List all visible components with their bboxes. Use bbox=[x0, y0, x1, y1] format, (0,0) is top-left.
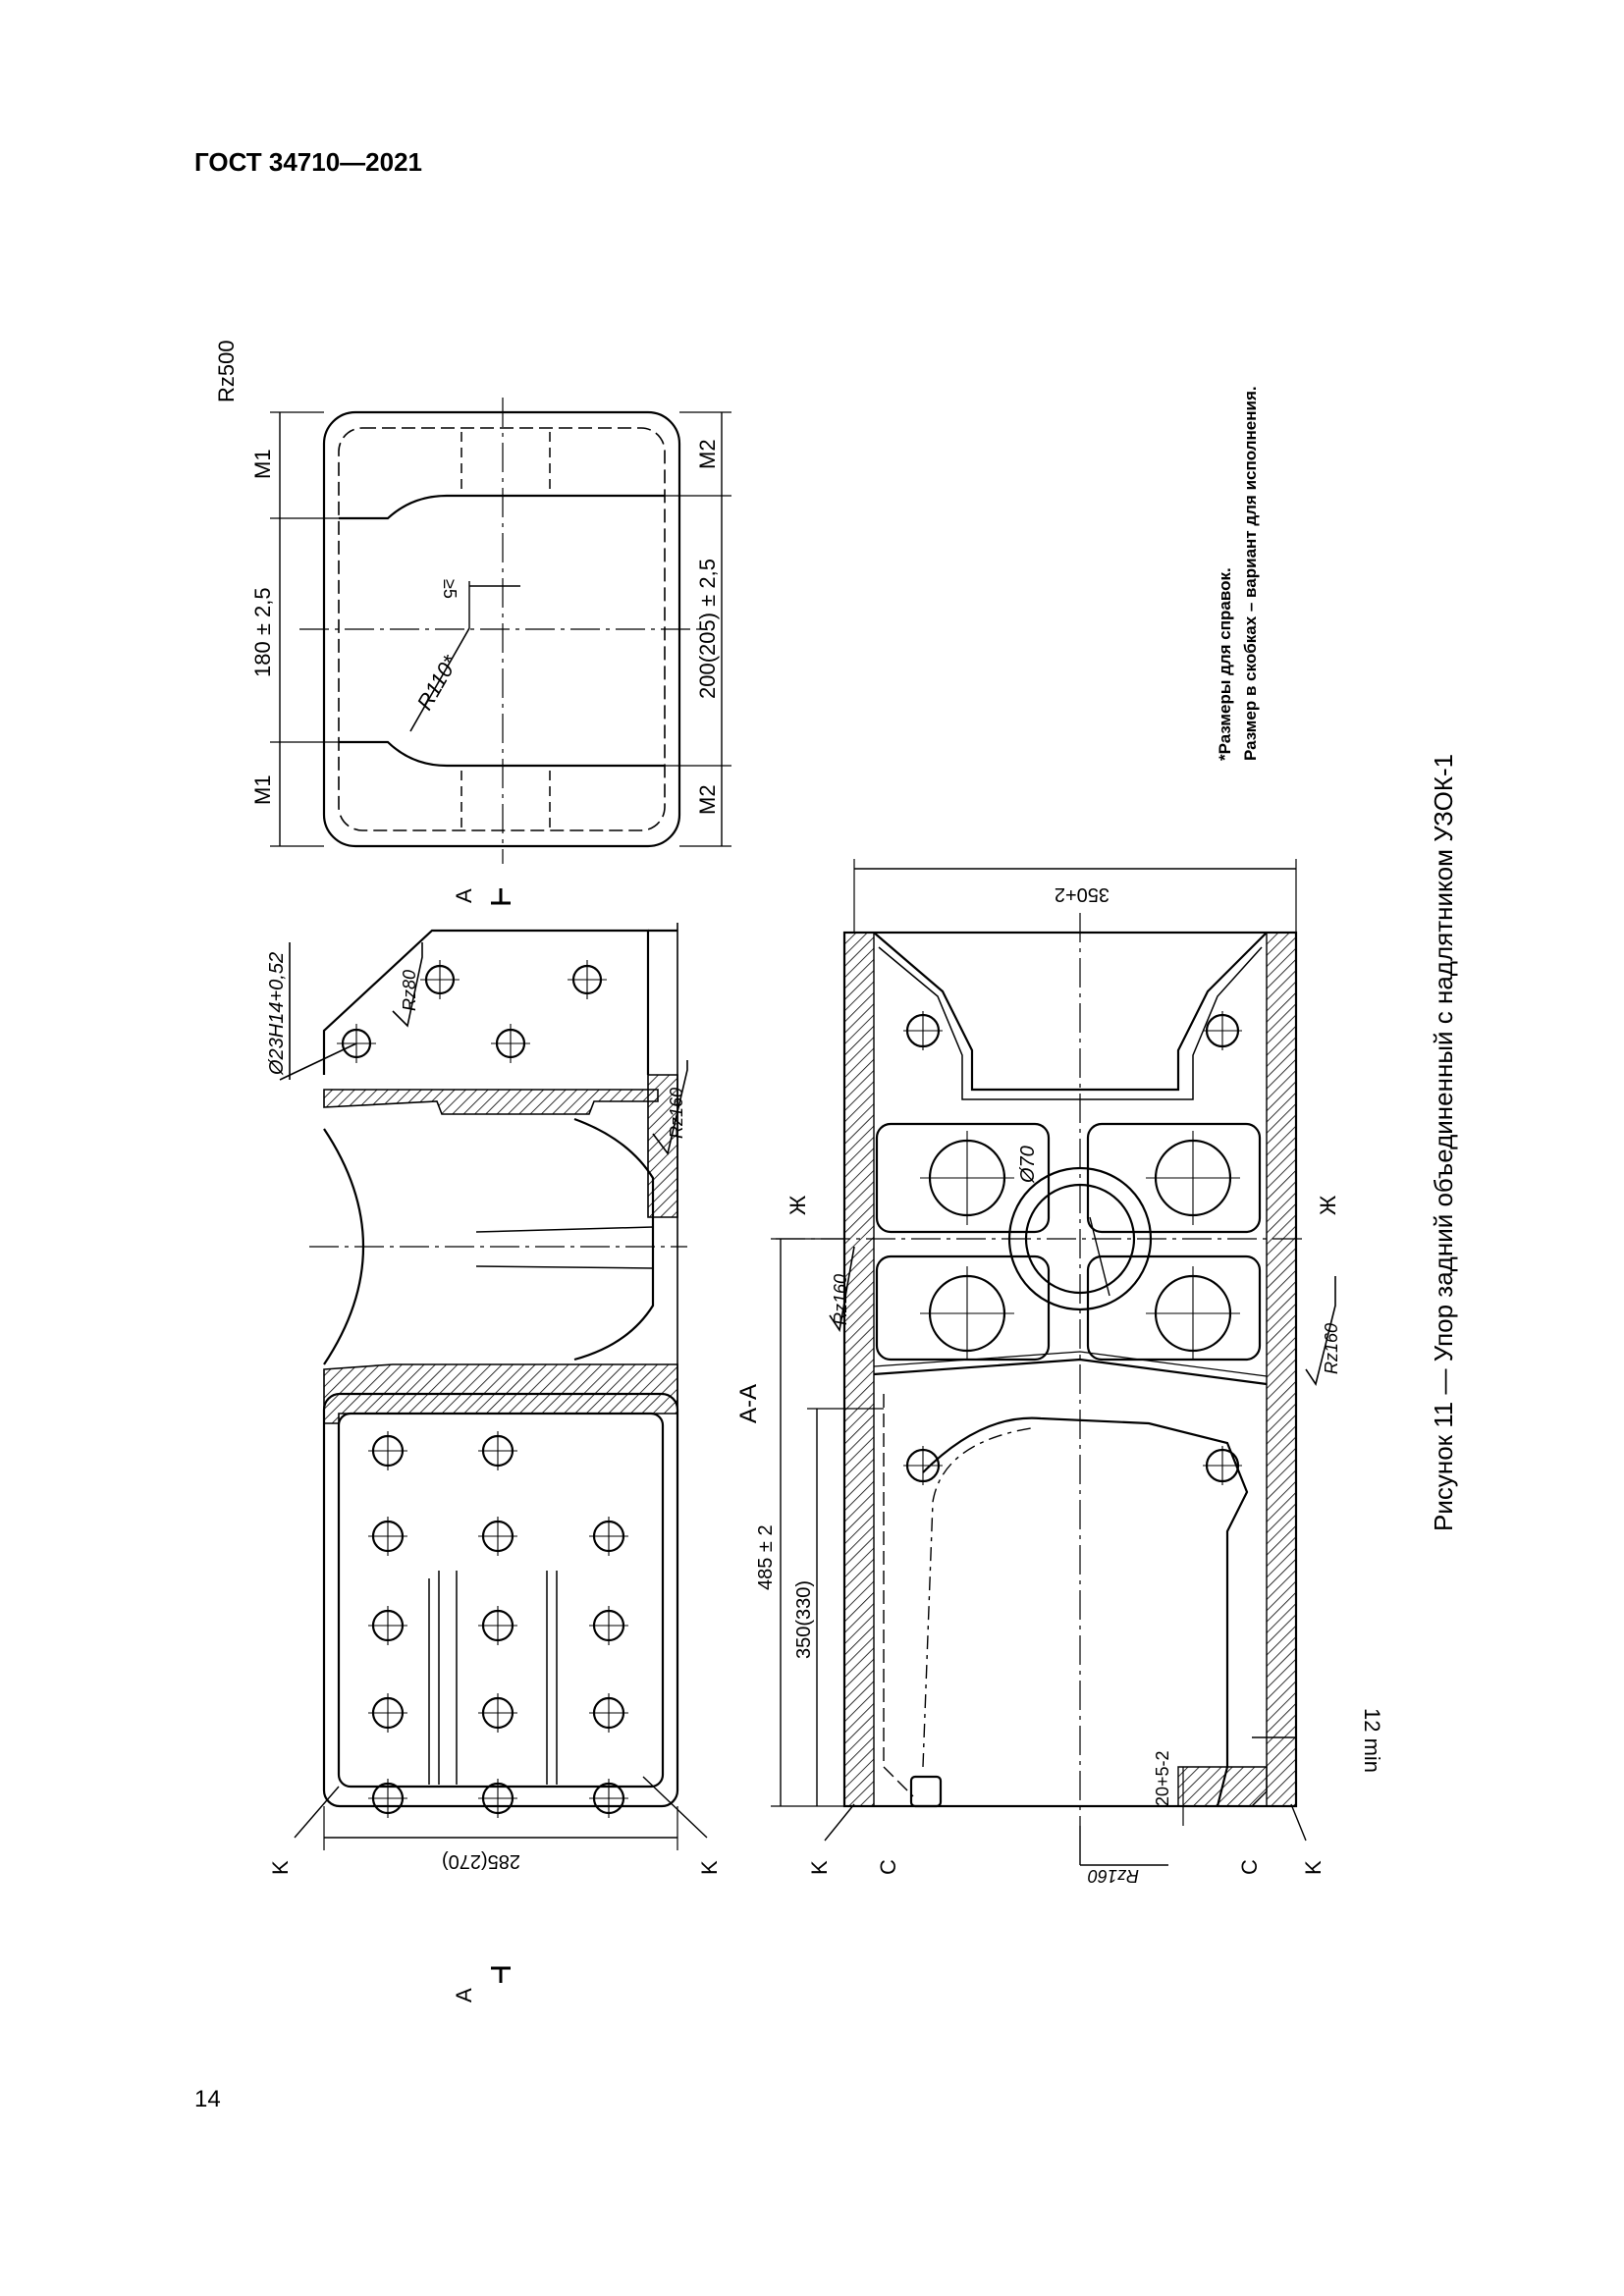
page-number: 14 bbox=[194, 2086, 221, 2112]
dim-285: 285(270) bbox=[442, 1850, 520, 1872]
dim-20: 20+5-2 bbox=[1153, 1750, 1172, 1806]
hole-centerlines bbox=[337, 960, 1242, 1818]
section-view bbox=[771, 859, 1336, 1866]
offset-label: ≥5 bbox=[440, 579, 460, 599]
dim-180: 180 ± 2,5 bbox=[250, 587, 275, 677]
hole-callout bbox=[279, 942, 688, 1155]
dim-350: 350(330) bbox=[793, 1580, 815, 1659]
hole-spec: Ø23H14+0,52 bbox=[266, 952, 288, 1076]
figure-caption: Рисунок 11 — Упор задний объединенный с … bbox=[1429, 753, 1458, 1531]
label-m1-top: M1 bbox=[250, 449, 275, 479]
rz80-label: Rz80 bbox=[400, 970, 419, 1011]
side-view bbox=[294, 888, 708, 1983]
dim-12: 12 min bbox=[1360, 1708, 1384, 1773]
label-k-section-right: K bbox=[1301, 1860, 1326, 1875]
note-reference: *Размеры для справок. bbox=[1216, 567, 1234, 761]
rz160-bottom: Rz160 bbox=[1088, 1866, 1139, 1886]
label-c-left: C bbox=[876, 1859, 900, 1875]
label-m2-top: M2 bbox=[695, 439, 720, 469]
top-view bbox=[270, 398, 731, 864]
rz160-side: Rz160 bbox=[667, 1088, 686, 1139]
label-c-right: C bbox=[1237, 1859, 1262, 1875]
label-k-left1: K bbox=[268, 1860, 293, 1875]
label-m2-bottom: M2 bbox=[695, 784, 720, 815]
label-zh-left: Ж bbox=[785, 1195, 810, 1215]
label-k-section-left: K bbox=[807, 1860, 832, 1875]
label-zh-right: Ж bbox=[1316, 1195, 1340, 1215]
dim-350-top: 350+2 bbox=[1055, 883, 1110, 905]
section-title: A-A bbox=[735, 1384, 762, 1423]
dim-200: 200(205) ± 2,5 bbox=[695, 559, 720, 699]
rz160-right: Rz160 bbox=[1322, 1323, 1341, 1374]
note-variant: Размер в скобках – вариант для исполнени… bbox=[1241, 386, 1260, 761]
document-header: ГОСТ 34710—2021 bbox=[194, 147, 422, 177]
radius-label: R110* bbox=[412, 650, 463, 714]
section-mark-top: A bbox=[452, 888, 476, 903]
section-mark-bottom: A bbox=[452, 1988, 476, 2002]
figure-notes: *Размеры для справок. Размер в скобках –… bbox=[1213, 386, 1264, 761]
roughness-note: Rz500 bbox=[214, 340, 239, 402]
label-m1-bottom: M1 bbox=[250, 774, 275, 805]
rz160-left: Rz160 bbox=[831, 1274, 850, 1325]
diameter-70: Ø70 bbox=[1017, 1146, 1039, 1184]
label-k-left2: K bbox=[697, 1860, 722, 1875]
dim-485: 485 ± 2 bbox=[755, 1524, 777, 1590]
